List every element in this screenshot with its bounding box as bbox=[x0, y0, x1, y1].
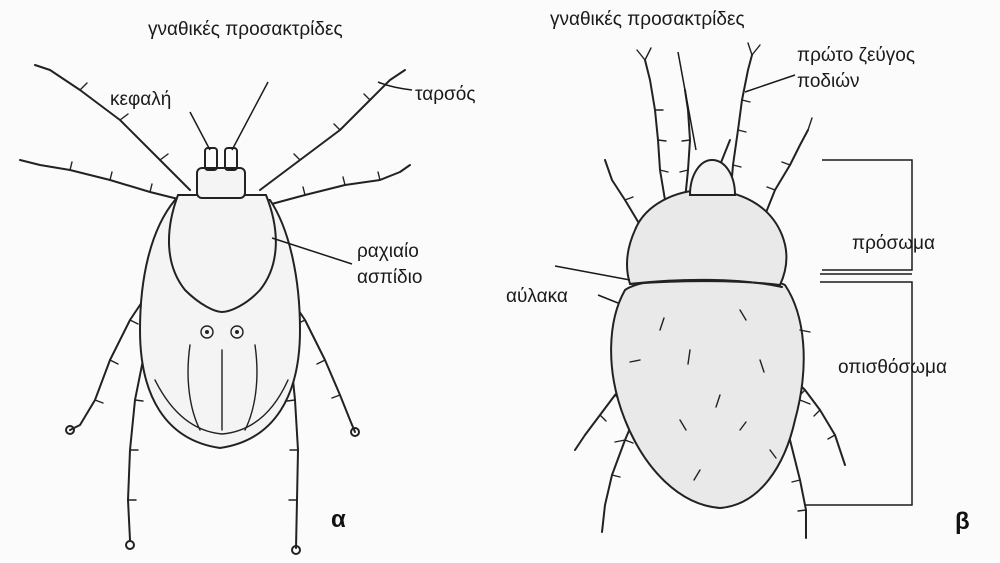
label-head: κεφαλή bbox=[110, 90, 171, 109]
panel-letter-a: α bbox=[331, 508, 346, 532]
label-opisthosoma: οπισθόσωμα bbox=[838, 358, 947, 377]
panel-letter-b: β bbox=[955, 510, 970, 534]
label-scutum-line2: ασπίδιο bbox=[357, 268, 422, 287]
label-chelicerae-b: γναθικές προσακτρίδες bbox=[550, 10, 745, 29]
mite-opisthosoma bbox=[611, 278, 804, 508]
mite-gnathosoma bbox=[690, 160, 735, 195]
label-first-legs-line2: ποδιών bbox=[797, 72, 860, 91]
mite-illustration bbox=[575, 43, 845, 538]
label-scutum-line1: ραχιαίο bbox=[357, 242, 419, 261]
label-chelicerae-a: γναθικές προσακτρίδες bbox=[148, 20, 343, 39]
tick-illustration bbox=[20, 65, 410, 554]
label-prosoma: πρόσωμα bbox=[852, 234, 935, 253]
mite-prosoma bbox=[627, 190, 786, 285]
label-groove: αύλακα bbox=[506, 287, 568, 306]
label-tarsus: ταρσός bbox=[415, 85, 475, 104]
tick-capitulum bbox=[197, 168, 245, 198]
label-first-legs-line1: πρώτο ζεύγος bbox=[797, 46, 915, 65]
